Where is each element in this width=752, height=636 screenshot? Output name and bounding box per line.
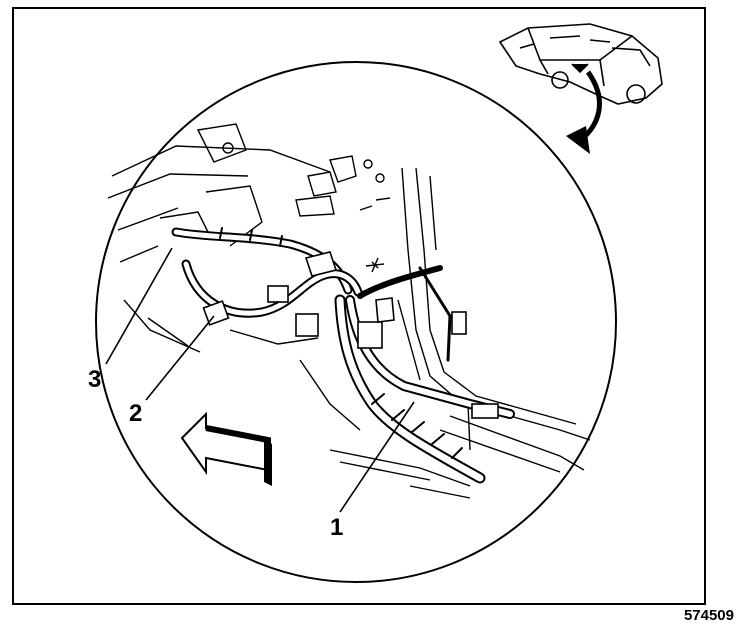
callout-leaders	[105, 247, 415, 513]
figure-number: 574509	[683, 607, 734, 624]
leader-line-3	[105, 247, 173, 365]
callout-2: 2	[129, 400, 143, 427]
harness-connectors	[202, 251, 499, 419]
forward-direction-arrow-icon	[180, 411, 272, 486]
body-structure-lines	[107, 123, 591, 499]
leader-line-1	[339, 401, 415, 513]
callout-1: 1	[330, 514, 344, 541]
detail-circle	[95, 61, 617, 583]
diagram-frame	[12, 7, 706, 605]
car-body-locator-icon	[498, 23, 663, 154]
callout-3: 3	[88, 366, 102, 393]
leader-line-2	[145, 315, 215, 401]
